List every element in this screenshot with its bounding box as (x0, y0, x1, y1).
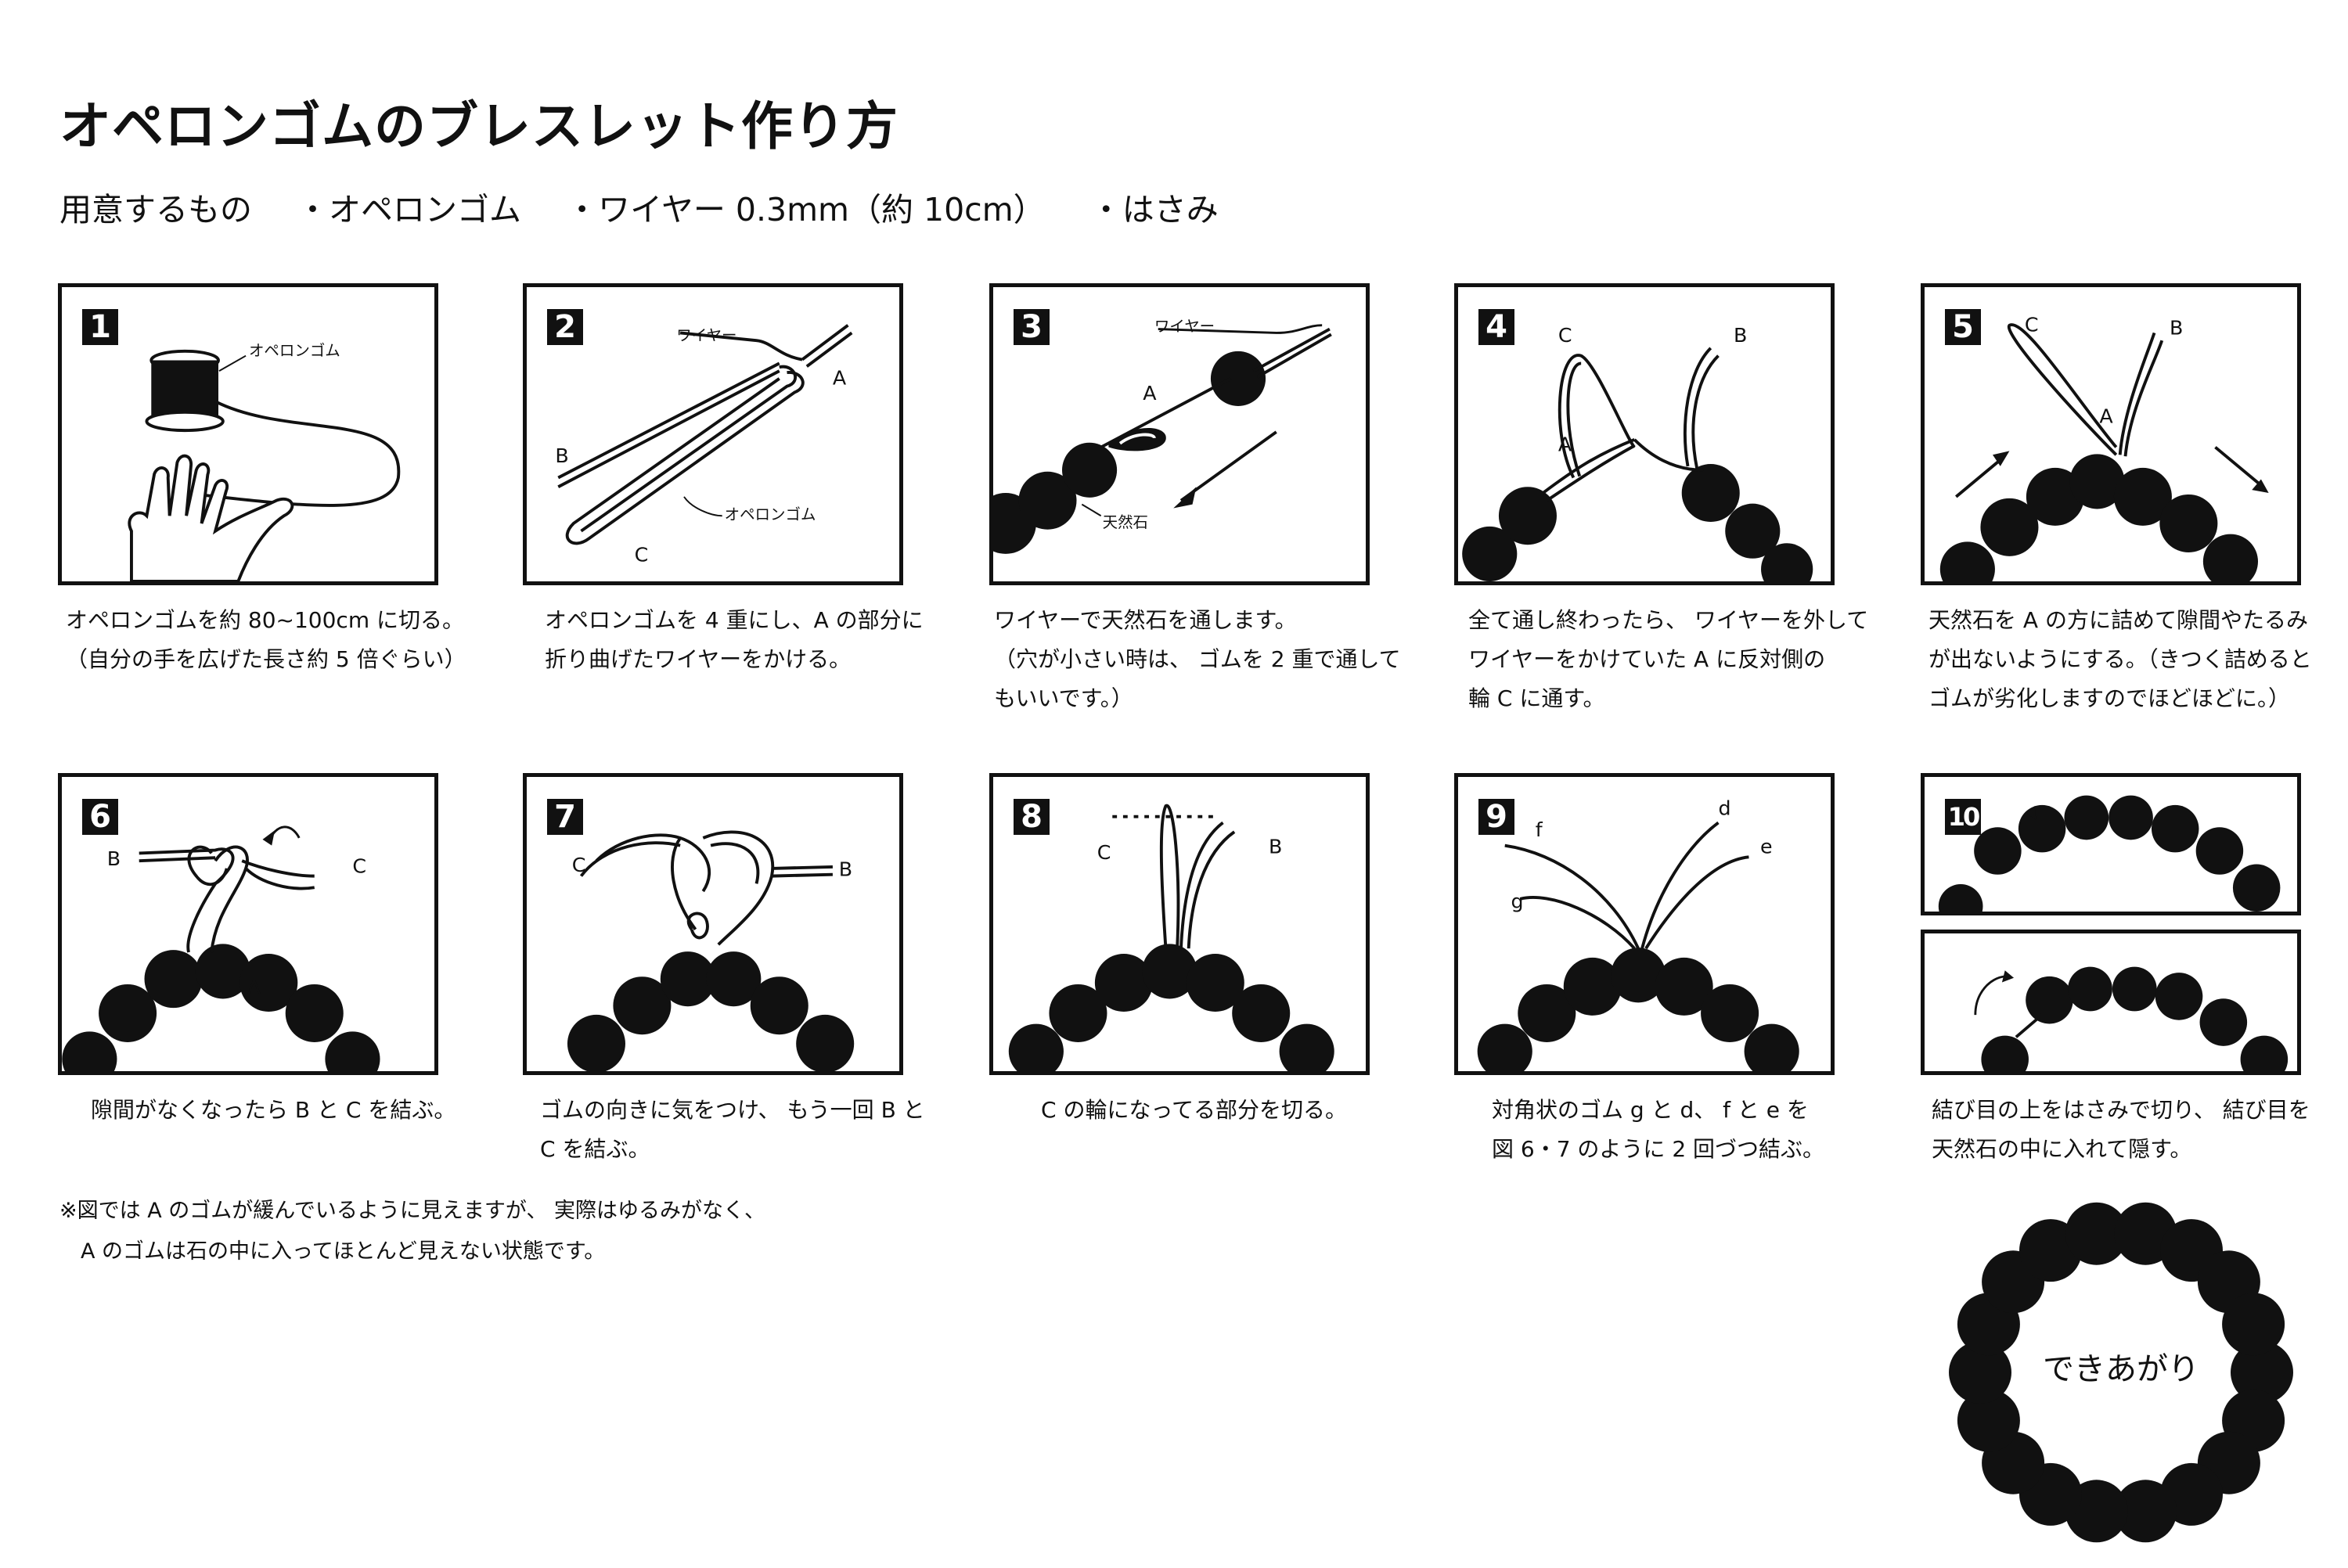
label-c: C (635, 543, 649, 566)
step-9-caption: 対角状のゴム g と d、 f と e を 図 6・7 のように 2 回づつ結ぶ… (1492, 1097, 1825, 1162)
label-wire: ワイヤー (1154, 317, 1215, 335)
step-3-panel: ワイヤー A 天然石 3 (989, 283, 1370, 585)
step-7-caption: ゴムの向きに気をつけ、 もう一回 B と C を結ぶ。 (540, 1097, 925, 1162)
step-8-panel: C B 8 (989, 773, 1370, 1075)
step-9-illustration: f g d e (1477, 797, 1799, 1071)
label-f: f (1536, 818, 1543, 841)
bead (2231, 1341, 2293, 1404)
step-6-caption: 隙間がなくなったら B と C を結ぶ。 (91, 1097, 456, 1123)
material-item: ・ワイヤー 0.3mm（約 10cm） (566, 191, 1046, 228)
label-c: C (2025, 312, 2039, 336)
step-3-illustration: ワイヤー A 天然石 (993, 317, 1332, 554)
step-number: 5 (1945, 309, 1981, 345)
step-1-caption: オペロンゴムを約 80~100cm に切る。 （自分の手を広げた長さ約 5 倍ぐ… (66, 607, 466, 672)
step-2-illustration: ワイヤー A B C オペロンゴム (555, 324, 853, 566)
step-number: 6 (82, 799, 118, 835)
label-b: B (107, 847, 121, 870)
label-cord: オペロンゴム (725, 505, 816, 523)
step-number: 9 (1478, 799, 1514, 835)
bead (1949, 1341, 2011, 1404)
label-c: C (1097, 840, 1111, 864)
step-2-panel: ワイヤー A B C オペロンゴム 2 (523, 283, 903, 585)
label-wire: ワイヤー (676, 326, 736, 344)
step-8-caption: C の輪になってる部分を切る。 (1041, 1097, 1348, 1123)
label-d: d (1718, 797, 1730, 820)
label-stone: 天然石 (1103, 513, 1148, 531)
step-8-illustration: C B (1008, 804, 1334, 1071)
step-4-caption: 全て通し終わったら、 ワイヤーを外して ワイヤーをかけていた A に反対側の 輪… (1468, 607, 1869, 711)
step-2-caption: オペロンゴムを 4 重にし、A の部分に 折り曲げたワイヤーをかける。 (545, 607, 924, 672)
finished-bracelet: できあがり (1933, 1189, 2309, 1565)
finished-bracelet-illustration: できあがり (1949, 1202, 2293, 1543)
label-c: C (352, 854, 366, 878)
step-10-panel-top: 10 (1921, 773, 2301, 915)
label-b: B (1734, 323, 1747, 347)
step-1-illustration: オペロンゴム (128, 342, 401, 581)
bead (2065, 1202, 2128, 1265)
label-a: A (2099, 404, 2113, 427)
label-g: g (1511, 890, 1524, 913)
label-a: A (833, 366, 847, 390)
step-number: 4 (1478, 309, 1514, 345)
step-10-illustration-top (1938, 795, 2281, 912)
step-4-illustration: C B A (1462, 323, 1813, 581)
step-10-illustration-bottom (1974, 966, 2289, 1071)
step-6-illustration: B C A (62, 825, 380, 1071)
step-number: 1 (82, 309, 118, 345)
label-b: B (1269, 834, 1282, 858)
label-a: A (1558, 432, 1572, 455)
step-number: 3 (1014, 309, 1050, 345)
material-item: ・はさみ (1089, 191, 1219, 228)
step-7-illustration: C B (567, 830, 855, 1071)
step-7-panel: C B 7 (523, 773, 903, 1075)
bead (2222, 1293, 2285, 1356)
materials-heading: 用意するもの (59, 191, 252, 228)
label-spool: オペロンゴム (249, 342, 340, 360)
bead (1957, 1389, 2020, 1452)
step-number: 8 (1014, 799, 1050, 835)
material-item: ・オペロンゴム (297, 191, 522, 228)
label-a: A (1143, 381, 1157, 405)
step-number: 7 (547, 799, 583, 835)
label-b: B (2170, 315, 2183, 339)
step-9-panel: f g d e 9 (1454, 773, 1835, 1075)
footnote: ※図では A のゴムが緩んでいるように見えますが、 実際はゆるみがなく、 A の… (59, 1199, 765, 1264)
label-c: C (1558, 323, 1572, 347)
step-6-panel: B C A 6 (58, 773, 438, 1075)
step-5-panel: C B A 5 (1921, 283, 2301, 585)
page-title: オペロンゴムのブレスレット作り方 (59, 96, 899, 156)
step-10-panel-bottom (1921, 930, 2301, 1075)
label-a: A (247, 976, 261, 999)
label-b: B (839, 858, 852, 881)
bead (2114, 1480, 2177, 1543)
materials-line: 用意するもの ・オペロンゴム ・ワイヤー 0.3mm（約 10cm） ・はさみ (59, 183, 1253, 230)
step-5-illustration: C B A (1939, 312, 2269, 581)
step-1-panel: オペロンゴム 1 (58, 283, 438, 585)
label-c: C (572, 853, 586, 876)
label-e: e (1760, 834, 1773, 858)
label-b: B (555, 444, 568, 467)
step-number: 10 (1945, 799, 1981, 835)
step-4-panel: C B A 4 (1454, 283, 1835, 585)
step-10-caption: 結び目の上をはさみで切り、 結び目を 天然石の中に入れて隠す。 (1932, 1097, 2310, 1162)
step-3-caption: ワイヤーで天然石を通します。 （穴が小さい時は、 ゴムを 2 重で通して もいい… (994, 607, 1401, 711)
step-number: 2 (547, 309, 583, 345)
finished-label: できあがり (2043, 1351, 2199, 1387)
step-5-caption: 天然石を A の方に詰めて隙間やたるみ が出ないようにする。（きつく詰めると ゴ… (1928, 607, 2312, 711)
